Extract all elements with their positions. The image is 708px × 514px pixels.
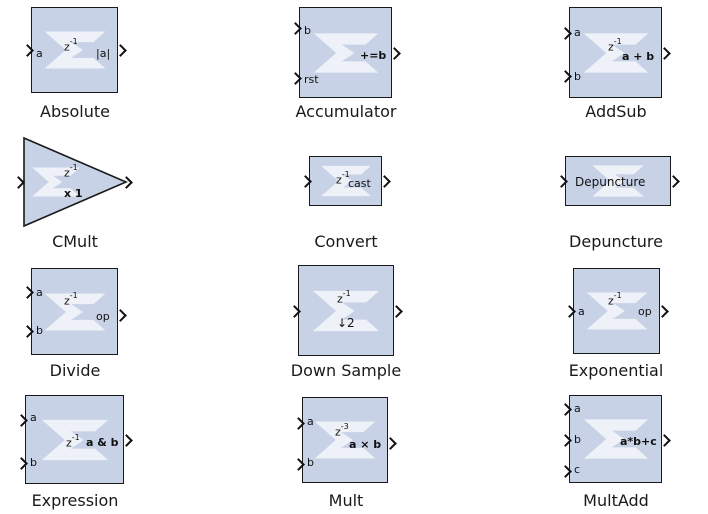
input-port-icon[interactable] [555, 175, 568, 188]
latency-label: z-1 [66, 433, 80, 450]
operation-label: op [96, 310, 110, 323]
input-port-a-icon[interactable] [563, 305, 576, 318]
accumulator-label: Accumulator [295, 102, 397, 121]
latency-label: z-1 [336, 170, 350, 187]
input-port-icon[interactable] [288, 305, 301, 318]
addsub-block[interactable]: a b z-1 a + b [559, 7, 671, 98]
input-port-a-icon[interactable] [559, 27, 572, 40]
convert-block[interactable]: z-1 cast [299, 156, 391, 206]
divide-label: Divide [49, 361, 101, 380]
input-port-icon[interactable] [299, 175, 312, 188]
latency-label: z-3 [335, 422, 349, 439]
down-sample-block[interactable]: z-1 ↓2 [288, 265, 403, 356]
latency-label: z-1 [64, 37, 78, 54]
input-port-b-icon[interactable] [559, 70, 572, 83]
absolute-block[interactable]: a z-1 |a| [21, 7, 127, 93]
port-c-label: c [574, 463, 581, 476]
operation-label: Depuncture [575, 175, 646, 189]
input-port-rst-icon[interactable] [289, 72, 302, 85]
port-a-label: a [574, 402, 581, 415]
absolute-label: Absolute [40, 102, 110, 121]
cmult-triangle-shape [23, 136, 129, 228]
input-port-b-icon[interactable] [21, 325, 34, 338]
divide-block[interactable]: a b z-1 op [21, 268, 127, 355]
mult-label: Mult [328, 491, 364, 510]
output-port-icon[interactable] [658, 47, 671, 60]
exponential-label: Exponential [568, 361, 664, 380]
output-port-icon[interactable] [120, 434, 133, 447]
port-a-label: a [36, 47, 43, 60]
input-port-c-icon[interactable] [559, 465, 572, 478]
input-port-a-icon[interactable] [559, 403, 572, 416]
addsub-label: AddSub [585, 102, 647, 121]
port-a-label: a [30, 411, 37, 424]
output-port-icon[interactable] [384, 437, 397, 450]
port-b-label: b [304, 24, 311, 37]
input-port-a-icon[interactable] [21, 286, 34, 299]
latency-label: z-1 [64, 291, 78, 308]
down-sample-label: Down Sample [290, 361, 402, 380]
exponential-block[interactable]: a z-1 op [563, 268, 669, 354]
port-b-label: b [36, 324, 43, 337]
port-a-label: a [578, 305, 585, 318]
port-b-label: b [574, 433, 581, 446]
input-port-b-icon[interactable] [559, 434, 572, 447]
multadd-block[interactable]: a b c a*b+c [559, 395, 671, 483]
operation-label: |a| [96, 47, 111, 60]
latency-label: z-1 [608, 291, 622, 308]
expression-label: Expression [31, 491, 119, 510]
port-a-label: a [307, 415, 314, 428]
output-port-icon[interactable] [667, 175, 680, 188]
latency-label: z-1 [337, 289, 351, 306]
input-port-a-icon[interactable] [21, 44, 34, 57]
operation-label: a*b+c [620, 435, 657, 448]
operation-label: a + b [622, 50, 655, 63]
cmult-label: CMult [52, 232, 98, 251]
operation-label: a & b [86, 436, 119, 449]
depuncture-label: Depuncture [569, 232, 663, 251]
port-a-label: a [574, 26, 581, 39]
input-port-b-icon[interactable] [15, 457, 28, 470]
port-b-label: b [307, 456, 314, 469]
expression-block[interactable]: a b z-1 a & b [15, 395, 133, 484]
operation-label: op [638, 305, 652, 318]
port-b-label: b [574, 70, 581, 83]
output-port-icon[interactable] [388, 47, 401, 60]
output-port-icon[interactable] [656, 305, 669, 318]
convert-label: Convert [314, 232, 378, 251]
input-port-b-icon[interactable] [289, 22, 302, 35]
input-port-b-icon[interactable] [292, 458, 305, 471]
operation-label: a × b [349, 438, 382, 451]
depuncture-block[interactable]: Depuncture [555, 156, 680, 206]
latency-label: z-1 [608, 37, 622, 54]
port-b-label: b [30, 456, 37, 469]
output-port-icon[interactable] [114, 44, 127, 57]
port-a-label: a [36, 286, 43, 299]
multadd-label: MultAdd [583, 491, 649, 510]
operation-label: cast [348, 177, 371, 190]
output-port-icon[interactable] [378, 175, 391, 188]
output-port-icon[interactable] [658, 434, 671, 447]
operation-label: +=b [360, 49, 387, 62]
output-port-icon[interactable] [390, 305, 403, 318]
operation-label: x 1 [64, 187, 83, 200]
input-port-a-icon[interactable] [15, 414, 28, 427]
latency-label: z-1 [64, 163, 78, 180]
mult-block[interactable]: a b z-3 a × b [292, 397, 397, 483]
port-rst-label: rst [304, 73, 319, 86]
input-port-a-icon[interactable] [292, 417, 305, 430]
operation-label: ↓2 [337, 316, 355, 330]
output-port-icon[interactable] [114, 309, 127, 322]
accumulator-block[interactable]: b rst +=b [289, 7, 401, 98]
cmult-block[interactable]: z-1 x 1 [12, 136, 133, 228]
